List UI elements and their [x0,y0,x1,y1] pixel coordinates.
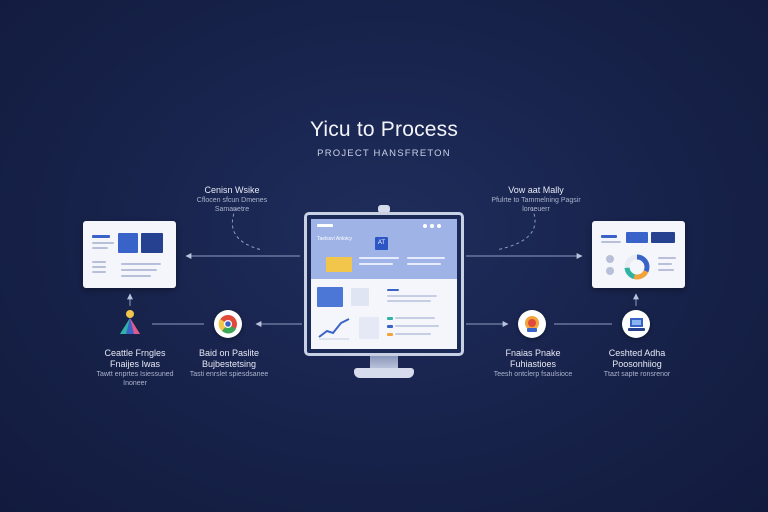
line-chart-icon [318,318,350,340]
node-caption-1: Ceattle Frngles Fnaijes Iwas Tawtt enprt… [92,348,178,388]
diagram-title: Yicu to Process [309,118,459,141]
laptop-icon [628,318,645,331]
node-caption-4: Ceshted Adha Poosonhiiog Ttazt sapte ron… [594,348,680,379]
node-3-title: Fnaias Pnake [505,348,561,358]
diagram-subtitle: PROJECT HANSFRETON [317,148,451,159]
node-4-title: Ceshted Adha [608,348,666,358]
screen-header-text: Taelssvi Anloicy [317,236,353,242]
dashed-curve-right [495,207,536,251]
people-icon [120,310,140,334]
node-2-line2: Bujbestetsing [201,359,257,369]
node-1-title: Ceattle Frngles [104,348,166,358]
top-right-subtitle: Pfulrte to Tammelning Pagsir lorceuerr [491,197,581,213]
top-right-title: Vow aat Mally [508,185,564,195]
magnifier-chart-icon [525,316,539,332]
top-left-subtitle: Cflocen sfcun Dmenes Samanetre [196,197,268,213]
donut-chart-icon [624,254,650,280]
chrome-logo-icon [218,315,237,334]
screen-bottom-panel [311,279,457,349]
review-icon[interactable] [518,310,546,338]
left-report-card [83,221,176,288]
monitor-base [354,368,414,378]
top-left-annotation: Cenisn Wsike Cflocen sfcun Dmenes Samane… [186,185,278,214]
dashed-curve-left [231,207,263,251]
node-4-line2: Poosonhiiog [612,359,662,369]
device-icon[interactable] [622,310,650,338]
node-2-title: Baid on Paslite [198,348,260,358]
browser-icon[interactable] [214,310,242,338]
screen-top-panel: Taelssvi Anloicy AT [311,219,457,279]
node-caption-3: Fnaias Pnake Fuhiastioes Teesh ontclerp … [490,348,576,379]
top-left-title: Cenisn Wsike [204,185,260,195]
screen-app-badge[interactable]: AT [375,237,388,250]
node-3-line2: Fuhiastioes [509,359,557,369]
node-1-line2: Fnaijes Iwas [109,359,161,369]
node-4-subtitle: Ttazt sapte ronsrenor [603,371,671,378]
webcam-icon [378,205,390,213]
node-2-subtitle: Tasti enrslet spiesdsanee [189,371,269,378]
node-1-subtitle: Tawtt enprtes Isiessuned Inoneer [96,371,174,387]
top-right-annotation: Vow aat Mally Pfulrte to Tammelning Pags… [490,185,582,214]
node-caption-2: Baid on Paslite Bujbestetsing Tasti enrs… [186,348,272,379]
monitor-stand [370,356,398,370]
node-3-subtitle: Teesh ontclerp fsaulsioce [493,371,573,378]
right-analytics-card [592,221,685,288]
